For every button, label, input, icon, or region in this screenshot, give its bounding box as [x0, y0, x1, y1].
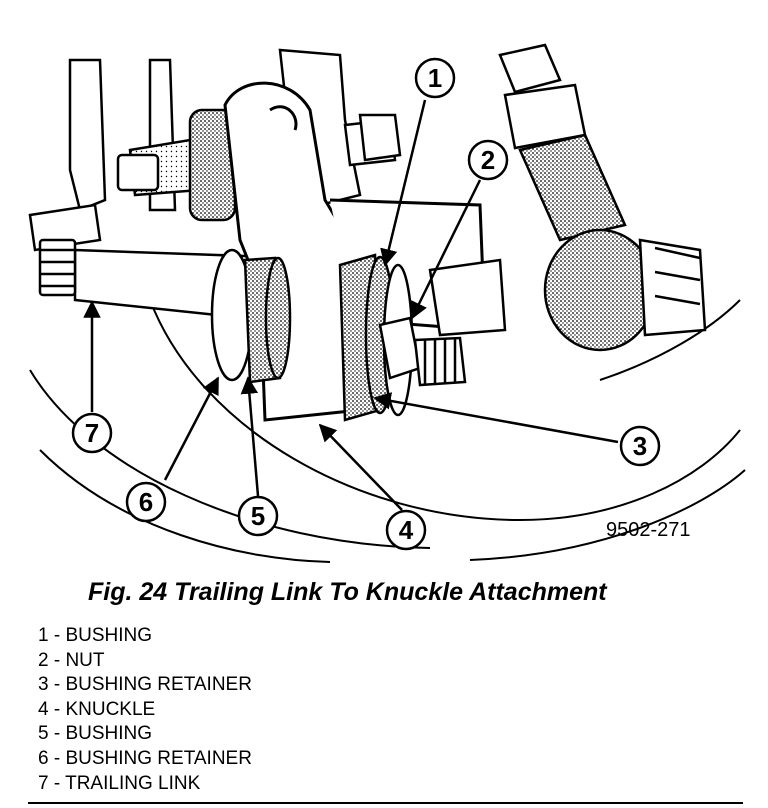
parts-legend: 1 - BUSHING 2 - NUT 3 - BUSHING RETAINER… — [38, 624, 252, 796]
callout-1: 1 — [414, 57, 456, 99]
callout-label: 3 — [633, 431, 647, 461]
leader-4 — [318, 423, 403, 511]
callout-label: 6 — [139, 487, 153, 517]
callout-label: 4 — [399, 515, 414, 545]
figure-caption: Fig. 24 Trailing Link To Knuckle Attachm… — [88, 578, 607, 606]
figure-code: 9502-271 — [606, 519, 691, 541]
callout-label: 1 — [428, 63, 442, 93]
bracket-bolt — [116, 113, 402, 192]
callout-label: 5 — [251, 501, 265, 531]
callout-5: 5 — [237, 495, 279, 537]
leader-arrows — [83, 99, 619, 511]
callout-6: 6 — [125, 481, 167, 523]
callout-label: 2 — [481, 145, 495, 175]
callout-3: 3 — [619, 425, 661, 467]
callout-7: 7 — [71, 412, 113, 454]
legend-item: 3 - BUSHING RETAINER — [38, 674, 252, 696]
leader-5 — [240, 376, 260, 497]
tie-rod-end — [428, 43, 707, 352]
leader-3 — [373, 392, 619, 444]
brake-rotor-outline — [29, 299, 746, 563]
leader-2 — [410, 179, 482, 320]
legend-item: 4 - KNUCKLE — [38, 698, 156, 720]
callout-label: 7 — [85, 418, 99, 448]
trailing-link-knuckle-illustration: 1 2 3 4 5 6 7 9502-271 — [28, 43, 746, 563]
legend-item: 5 - BUSHING — [38, 723, 153, 745]
legend-item: 1 - BUSHING — [38, 625, 153, 646]
callout-2: 2 — [467, 139, 509, 181]
legend-item: 7 - TRAILING LINK — [38, 772, 201, 794]
legend-item: 6 - BUSHING RETAINER — [38, 747, 252, 769]
legend-item: 2 - NUT — [38, 649, 105, 671]
leader-1 — [380, 99, 427, 267]
bushing-assembly-left — [210, 248, 292, 384]
bottom-rule — [28, 802, 743, 804]
leader-6 — [163, 376, 220, 481]
nut-and-stud — [378, 316, 467, 387]
callout-4: 4 — [385, 509, 427, 551]
